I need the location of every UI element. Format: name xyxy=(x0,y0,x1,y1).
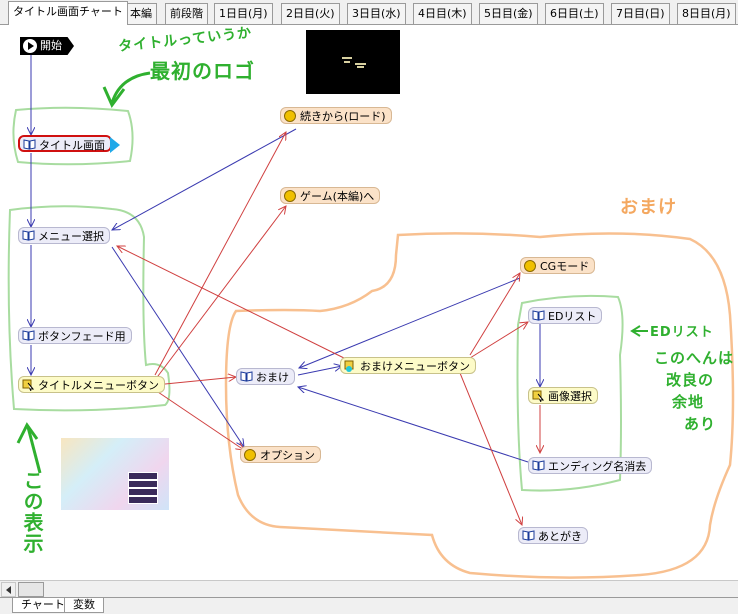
book-icon xyxy=(532,310,545,321)
book-icon xyxy=(532,460,545,471)
book-icon xyxy=(22,230,35,241)
scroll-left-arrow-icon[interactable] xyxy=(1,582,16,597)
node-ending-erase[interactable]: エンディング名消去 xyxy=(528,457,653,474)
node-continue-load[interactable]: 続きから(ロード) xyxy=(280,107,392,124)
tab-day-3[interactable]: 3日目(水) xyxy=(347,3,406,24)
annotation-logo-note-line2: 最初のロゴ xyxy=(150,59,255,83)
annotation-improve-note-line1: このへんは xyxy=(654,349,735,367)
node-label: ボタンフェード用 xyxy=(38,330,126,343)
node-label: メニュー選択 xyxy=(38,230,104,243)
play-marker-icon xyxy=(110,137,120,153)
node-cg-mode[interactable]: CGモード xyxy=(520,257,596,274)
node-button-fade[interactable]: ボタンフェード用 xyxy=(18,327,132,344)
button-icon xyxy=(532,390,544,402)
node-label: タイトルメニューボタン xyxy=(38,379,159,392)
node-image-select[interactable]: 画像選択 xyxy=(528,387,598,404)
button-icon xyxy=(22,379,34,391)
node-label: 続きから(ロード) xyxy=(300,110,386,123)
node-label: おまけ xyxy=(256,371,289,384)
button-icon xyxy=(344,360,354,372)
play-icon xyxy=(23,39,37,53)
node-option[interactable]: オプション xyxy=(240,446,321,463)
preview-menu-button xyxy=(128,488,158,496)
node-label: あとがき xyxy=(538,530,582,543)
logo-preview-thumbnail xyxy=(306,30,400,94)
scrollbar-thumb[interactable] xyxy=(18,582,44,597)
node-omake-menu-button[interactable]: おまけメニューボタン xyxy=(340,357,476,374)
node-omake[interactable]: おまけ xyxy=(236,368,295,385)
book-icon xyxy=(22,330,35,341)
start-node[interactable]: 開始 xyxy=(20,37,74,55)
hand-pointer-icon xyxy=(284,110,296,122)
title-menu-preview-thumbnail xyxy=(61,438,169,510)
chart-tab-bar: タイトル画面チャート 本編 前段階 1日目(月) 2日目(火) 3日目(水) 4… xyxy=(0,0,738,25)
preview-menu-button xyxy=(128,480,158,488)
annotation-edlist-note: EDリスト xyxy=(650,325,714,340)
annotation-improve-note-line4: あり xyxy=(684,415,717,433)
node-game-main[interactable]: ゲーム(本編)へ xyxy=(280,187,381,204)
tab-day-4[interactable]: 4日目(木) xyxy=(413,3,472,24)
node-label: CGモード xyxy=(540,260,590,273)
node-label: EDリスト xyxy=(548,310,597,323)
preview-menu-button xyxy=(128,496,158,504)
node-label: 画像選択 xyxy=(548,390,592,403)
book-icon xyxy=(23,139,36,150)
tab-title-screen-chart[interactable]: タイトル画面チャート xyxy=(8,1,128,25)
node-afterword[interactable]: あとがき xyxy=(518,527,588,544)
node-label: オプション xyxy=(260,449,315,462)
bottom-tab-bar: チャート 変数 xyxy=(0,597,738,614)
node-label: エンディング名消去 xyxy=(548,460,647,473)
node-ed-list[interactable]: EDリスト xyxy=(528,307,603,324)
annotation-omake-note: おまけ xyxy=(620,197,677,218)
horizontal-scrollbar[interactable] xyxy=(0,580,738,598)
start-label: 開始 xyxy=(40,39,62,52)
hand-pointer-icon xyxy=(284,190,296,202)
node-label: タイトル画面 xyxy=(39,139,105,152)
tab-day-2[interactable]: 2日目(火) xyxy=(281,3,340,24)
node-label: ゲーム(本編)へ xyxy=(300,190,375,203)
tab-day-6[interactable]: 6日目(土) xyxy=(545,3,604,24)
chart-lines xyxy=(7,55,735,579)
node-label: おまけメニューボタン xyxy=(360,360,470,373)
tab-chart[interactable]: チャート xyxy=(12,598,74,613)
hand-pointer-icon xyxy=(524,260,536,272)
tab-variables[interactable]: 変数 xyxy=(64,598,104,613)
preview-menu-button xyxy=(128,472,158,480)
annotation-improve-note-line2: 改良の xyxy=(666,371,715,389)
tab-day-8[interactable]: 8日目(月) xyxy=(677,3,736,24)
tab-pre-stage[interactable]: 前段階 xyxy=(165,3,208,24)
node-title-screen[interactable]: タイトル画面 xyxy=(18,135,112,152)
logo-image xyxy=(342,57,366,68)
node-title-menu-button[interactable]: タイトルメニューボタン xyxy=(18,376,165,393)
node-menu-select[interactable]: メニュー選択 xyxy=(18,227,110,244)
tab-day-5[interactable]: 5日目(金) xyxy=(479,3,538,24)
tab-day-7[interactable]: 7日目(日) xyxy=(611,3,670,24)
annotation-improve-note-line3: 余地 xyxy=(672,393,705,411)
hand-pointer-icon xyxy=(244,449,256,461)
flowchart-canvas[interactable]: 開始 タイトル画面 続きから(ロード) ゲーム(本編)へ メニュー選択 ボタ xyxy=(0,25,738,580)
book-icon xyxy=(522,530,535,541)
annotation-display-note: この表示 xyxy=(20,470,44,554)
tab-main-story[interactable]: 本編 xyxy=(125,3,157,24)
book-icon xyxy=(240,371,253,382)
tab-day-1[interactable]: 1日目(月) xyxy=(214,3,273,24)
